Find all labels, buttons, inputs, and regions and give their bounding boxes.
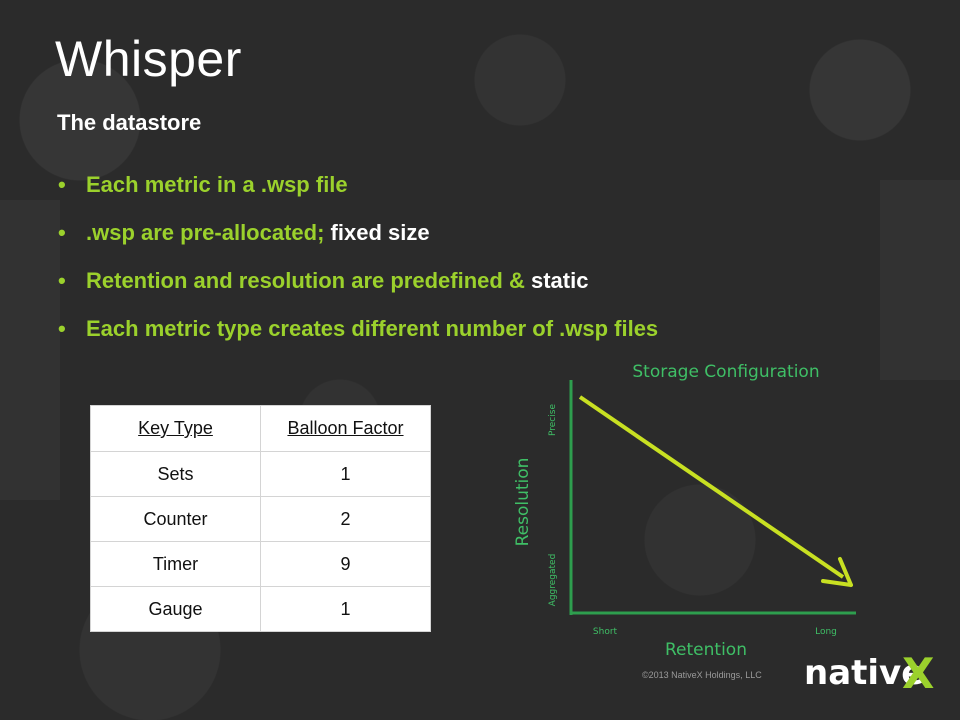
x-axis-left-label: Short: [593, 627, 618, 637]
storage-diagram-svg: Storage Configuration Resolution Precise…: [513, 362, 856, 660]
balloon-factor-cell: 9: [260, 541, 431, 587]
column-header-key-type: Key Type: [90, 405, 261, 452]
bullet-list: • Each metric in a .wsp file • .wsp are pr…: [58, 168, 658, 360]
bullet-item: • Each metric in a .wsp file: [58, 168, 658, 216]
x-axis-right-label: Long: [815, 627, 837, 637]
y-axis-bottom-label: Aggregated: [548, 554, 558, 607]
balloon-factor-table: Key Type Balloon Factor Sets 1 Counter 2…: [90, 405, 431, 632]
slide-subtitle: The datastore: [57, 110, 202, 135]
slide-title: Whisper: [55, 31, 242, 87]
copyright-footer: ©2013 NativeX Holdings, LLC: [642, 670, 762, 680]
balloon-factor-cell: 2: [260, 496, 431, 542]
bullet-dot: •: [58, 316, 66, 341]
balloon-factor-cell: 1: [260, 586, 431, 632]
bullet-text: Each metric type creates different numbe…: [86, 316, 659, 341]
diagram-title: Storage Configuration: [632, 362, 819, 382]
key-type-cell: Counter: [90, 496, 261, 542]
table-row: Counter 2: [90, 496, 431, 542]
bullet-text: .wsp are pre-allocated;: [86, 220, 331, 245]
background-arrow-shape: [0, 200, 60, 500]
key-type-cell: Timer: [90, 541, 261, 587]
bullet-dot: •: [58, 268, 66, 293]
trend-arrow-head: [821, 557, 853, 587]
bullet-item: • Retention and resolution are predefined…: [58, 264, 658, 312]
table-row: Sets 1: [90, 451, 431, 497]
table-row: Gauge 1: [90, 586, 431, 632]
bullet-dot: •: [58, 172, 66, 197]
y-axis-top-label: Precise: [548, 404, 558, 436]
key-type-cell: Sets: [90, 451, 261, 497]
column-header-balloon-factor: Balloon Factor: [260, 405, 431, 452]
table-row: Timer 9: [90, 541, 431, 587]
nativex-logo: native X: [804, 649, 934, 698]
bullet-text: Each metric in a .wsp file: [86, 172, 348, 197]
bullet-item: • .wsp are pre-allocated; fixed size: [58, 216, 658, 264]
logo-wordmark: native: [804, 653, 924, 693]
bullet-dot: •: [58, 220, 66, 245]
storage-configuration-diagram: Storage Configuration Resolution Precise…: [500, 355, 860, 665]
background-arrow-shape: [880, 180, 960, 380]
x-axis-label: Retention: [665, 640, 747, 660]
y-axis-label: Resolution: [513, 458, 533, 547]
table-header-row: Key Type Balloon Factor: [90, 405, 431, 452]
bullet-text-emphasis: static: [530, 268, 589, 293]
bullet-text-emphasis: fixed size: [330, 220, 430, 245]
key-type-cell: Gauge: [90, 586, 261, 632]
trend-arrow-line: [578, 395, 845, 579]
bullet-item: • Each metric type creates different numb…: [58, 312, 658, 360]
logo-x-mark: X: [902, 649, 934, 698]
balloon-factor-cell: 1: [260, 451, 431, 497]
bullet-text: Retention and resolution are predefined …: [86, 268, 531, 293]
